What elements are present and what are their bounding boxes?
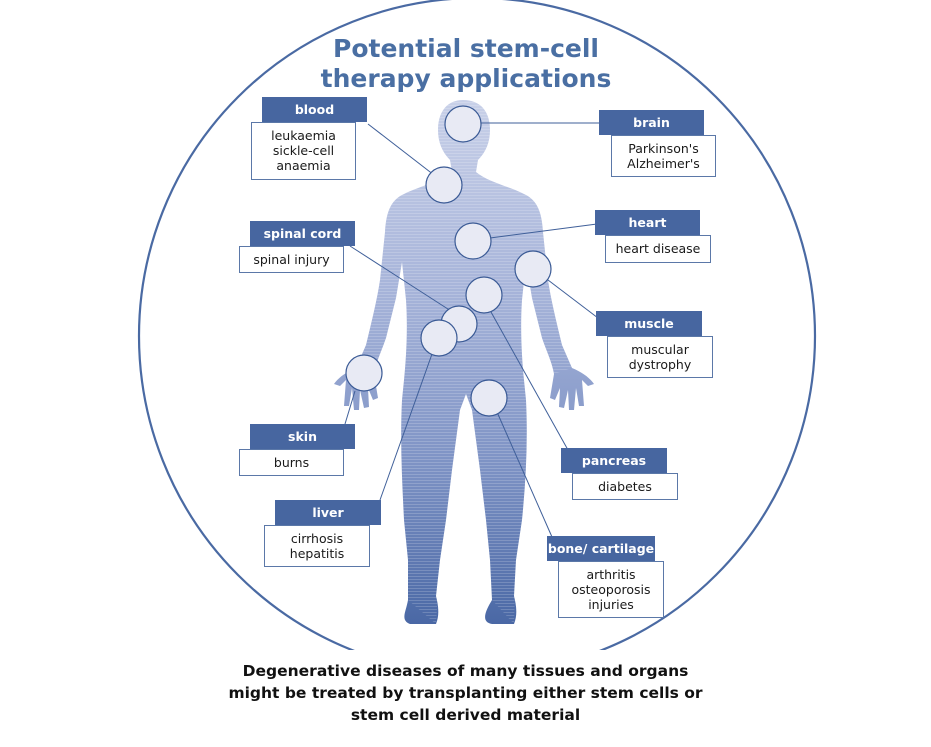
label-text-brain-1: Parkinson's: [628, 141, 699, 156]
connector-lines: [344, 122, 600, 538]
connector-spinal-cord: [349, 245, 452, 312]
label-text-pancreas-1: diabetes: [598, 479, 652, 494]
marker-heart: [454, 222, 492, 260]
label-box-spinal-cord: spinal injury: [239, 246, 344, 273]
organ-markers: [345, 105, 552, 417]
label-box-heart: heart disease: [605, 235, 711, 263]
marker-brain: [444, 105, 482, 143]
label-text-muscle-1: muscular: [631, 342, 689, 357]
label-text-blood-1: leukaemia: [271, 128, 336, 143]
diagram-caption: Degenerative diseases of many tissues an…: [200, 660, 731, 726]
label-text-bone-cartilage-1: arthritis: [586, 567, 636, 582]
human-body-silhouette: [334, 100, 594, 624]
label-text-liver-2: hepatitis: [289, 546, 345, 561]
title-line-1: Potential stem-cell: [333, 34, 599, 63]
label-box-blood: leukaemia sickle-cell anaemia: [251, 122, 356, 180]
enclosing-circle: [138, 0, 816, 650]
label-text-bone-cartilage-3: injuries: [588, 597, 634, 612]
connector-skin: [344, 390, 356, 425]
label-heading-muscle: muscle: [596, 311, 702, 336]
label-text-heart-1: heart disease: [615, 241, 701, 256]
caption-line-1: Degenerative diseases of many tissues an…: [242, 662, 689, 680]
label-heading-liver: liver: [275, 500, 381, 525]
marker-muscle: [514, 250, 552, 288]
label-text-muscle-2: dystrophy: [628, 357, 692, 372]
label-heading-blood: blood: [262, 97, 367, 122]
label-box-liver: cirrhosis hepatitis: [264, 525, 370, 567]
caption-line-2: might be treated by transplanting either…: [228, 684, 703, 702]
label-text-blood-3: anaemia: [276, 158, 331, 173]
label-box-pancreas: diabetes: [572, 473, 678, 500]
label-text-liver-1: cirrhosis: [290, 531, 344, 546]
connector-bone-cartilage: [496, 411, 553, 538]
marker-bone-cartilage: [470, 379, 508, 417]
connector-muscle: [547, 279, 599, 319]
connector-heart: [489, 223, 598, 239]
diagram-title: Potential stem-cell therapy applications: [280, 34, 652, 94]
connector-blood: [367, 123, 435, 176]
marker-blood: [425, 166, 463, 204]
marker-pancreas: [465, 276, 503, 314]
label-text-skin-1: burns: [273, 455, 310, 470]
connector-pancreas: [490, 311, 569, 451]
title-line-2: therapy applications: [320, 64, 612, 93]
label-heading-heart: heart: [595, 210, 700, 235]
label-box-bone-cartilage: arthritis osteoporosis injuries: [558, 561, 664, 618]
marker-skin: [345, 354, 383, 392]
connector-liver: [379, 353, 433, 501]
label-box-brain: Parkinson's Alzheimer's: [611, 135, 716, 177]
label-heading-skin: skin: [250, 424, 355, 449]
label-text-brain-2: Alzheimer's: [627, 156, 700, 171]
label-heading-brain: brain: [599, 110, 704, 135]
label-text-spinal-cord-1: spinal injury: [253, 252, 330, 267]
label-box-skin: burns: [239, 449, 344, 476]
label-text-bone-cartilage-2: osteoporosis: [571, 582, 651, 597]
label-box-muscle: muscular dystrophy: [607, 336, 713, 378]
marker-liver: [420, 319, 458, 357]
label-heading-bone-cartilage: bone/ cartilage: [547, 536, 655, 561]
caption-line-3: stem cell derived material: [350, 706, 581, 724]
label-text-blood-2: sickle-cell: [272, 143, 335, 158]
label-heading-spinal-cord: spinal cord: [250, 221, 355, 246]
label-heading-pancreas: pancreas: [561, 448, 667, 473]
